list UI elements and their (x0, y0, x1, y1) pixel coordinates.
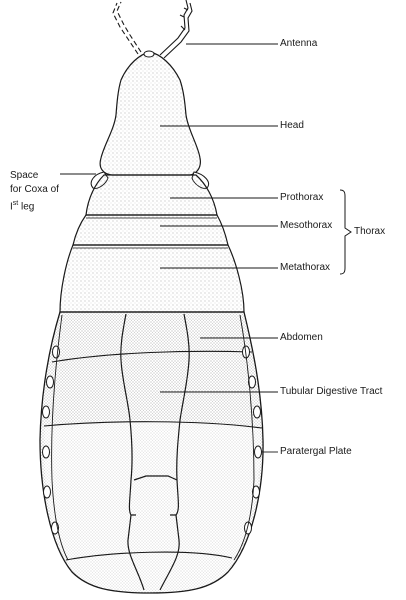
label-metathorax: Metathorax (280, 262, 330, 274)
label-abdomen: Abdomen (280, 332, 323, 344)
head-shape (100, 52, 200, 175)
head-tip (144, 51, 154, 57)
label-paratergal-plate: Paratergal Plate (280, 446, 352, 458)
label-space-line3: Ist leg (10, 198, 34, 213)
label-head: Head (280, 120, 304, 132)
metathorax-shape (60, 245, 244, 312)
label-space-line2: for Coxa of (10, 184, 59, 196)
thorax-brace (340, 190, 351, 274)
mesothorax-shape (73, 215, 228, 245)
label-thorax: Thorax (354, 226, 385, 238)
label-mesothorax: Mesothorax (280, 220, 332, 232)
label-space-line1: Space (10, 170, 38, 182)
label-antenna: Antenna (280, 38, 317, 50)
label-space-line3-suffix: leg (18, 201, 34, 212)
antenna-left (113, 2, 141, 54)
antenna-right (160, 0, 192, 58)
prothorax-shape (86, 175, 217, 215)
label-digestive-tract: Tubular Digestive Tract (280, 386, 382, 398)
label-prothorax: Prothorax (280, 192, 323, 204)
